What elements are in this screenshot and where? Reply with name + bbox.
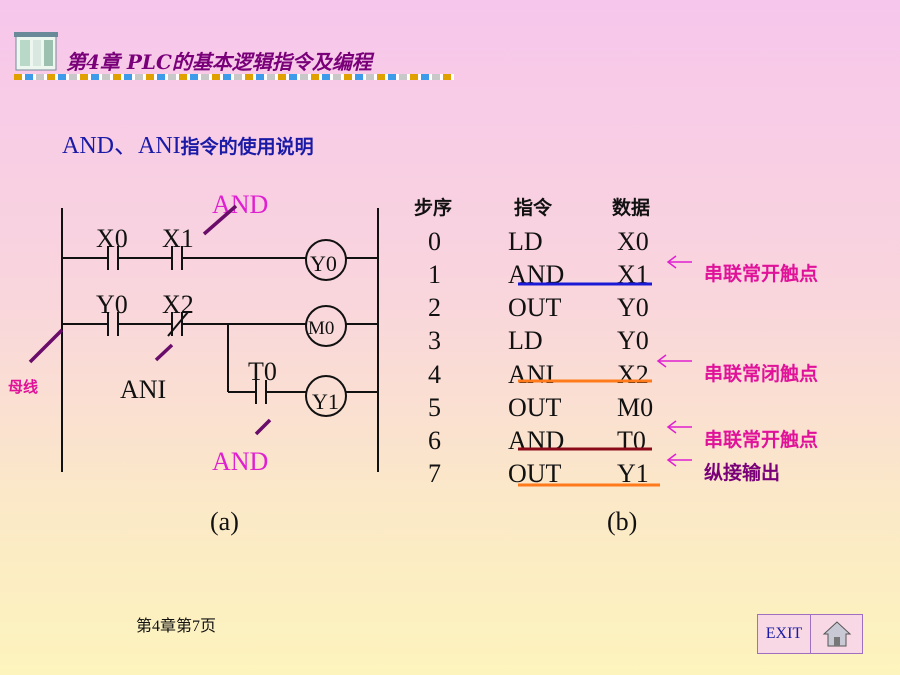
- header-instruction: 指令: [514, 196, 553, 219]
- section-title-prefix: AND、ANI: [62, 133, 181, 159]
- row-data: Y0: [617, 326, 649, 355]
- and-pointer-bottom: [254, 418, 272, 436]
- row-data: T0: [617, 426, 646, 455]
- header-step: 步序: [414, 196, 452, 219]
- coil-label-y1: Y1: [312, 389, 339, 414]
- row-data: X0: [617, 227, 649, 256]
- coil-label-y0: Y0: [310, 251, 337, 276]
- row-instruction: ANI: [508, 360, 554, 389]
- row-data: X2: [617, 360, 649, 389]
- header-divider: [14, 74, 454, 80]
- nav-box: EXIT: [757, 614, 863, 654]
- chapter-title: 第4章 PLC的基本逻辑指令及编程: [66, 50, 372, 74]
- building-icon: [14, 30, 60, 74]
- caption-b: (b): [607, 507, 637, 536]
- row-instruction: OUT: [508, 459, 562, 488]
- coil-label-m0: M0: [308, 318, 334, 339]
- row-instruction: LD: [508, 326, 543, 355]
- ani-label: ANI: [120, 375, 166, 404]
- contact-label-y0: Y0: [96, 290, 128, 319]
- program-rows: 0 LD X0 1 AND X1 2 OUT Y0 3 LD Y0 4 ANI …: [428, 227, 653, 488]
- contact-label-x0: X0: [96, 224, 128, 253]
- row-instruction: LD: [508, 227, 543, 256]
- contact-label-t0: T0: [248, 357, 277, 386]
- section-title: AND、ANI指令的使用说明: [62, 125, 314, 160]
- row-data: Y1: [617, 459, 649, 488]
- busbar-label: 母线: [8, 378, 38, 396]
- section-title-suffix: 指令的使用说明: [180, 136, 314, 158]
- header-data: 数据: [612, 196, 650, 219]
- and-label-bottom: AND: [212, 447, 268, 476]
- ani-pointer: [154, 343, 174, 362]
- row-step: 5: [428, 393, 441, 422]
- row-instruction: OUT: [508, 393, 562, 422]
- normally-closed-slash: [167, 311, 189, 337]
- row-step: 3: [428, 326, 441, 355]
- rung-1: [62, 239, 378, 281]
- and-label-top: AND: [212, 190, 268, 219]
- row-data: M0: [617, 393, 653, 422]
- home-button[interactable]: [811, 615, 862, 653]
- row-data: Y0: [617, 293, 649, 322]
- row-step: 6: [428, 426, 441, 455]
- annotation-series-no-2: 串联常开触点: [704, 428, 818, 451]
- arrow-icon: [656, 255, 692, 467]
- row-step: 2: [428, 293, 441, 322]
- contact-label-x1: X1: [162, 224, 194, 253]
- caption-a: (a): [210, 507, 239, 536]
- page-number: 第4章第7页: [136, 618, 217, 635]
- annotation-vertical-output: 纵接输出: [704, 461, 780, 484]
- exit-button[interactable]: EXIT: [758, 615, 811, 653]
- row-step: 7: [428, 459, 441, 488]
- home-icon: [822, 621, 851, 647]
- row-instruction: OUT: [508, 293, 562, 322]
- busbar-pointer: [28, 328, 64, 364]
- annotation-series-nc: 串联常闭触点: [704, 362, 818, 385]
- contact-label-x2: X2: [162, 290, 194, 319]
- row-step: 1: [428, 260, 441, 289]
- row-step: 0: [428, 227, 441, 256]
- row-step: 4: [428, 360, 441, 389]
- and-pointer-top: [202, 204, 238, 236]
- rung-2: [62, 305, 378, 417]
- annotation-series-no: 串联常开触点: [704, 262, 818, 285]
- row-instruction: AND: [508, 426, 564, 455]
